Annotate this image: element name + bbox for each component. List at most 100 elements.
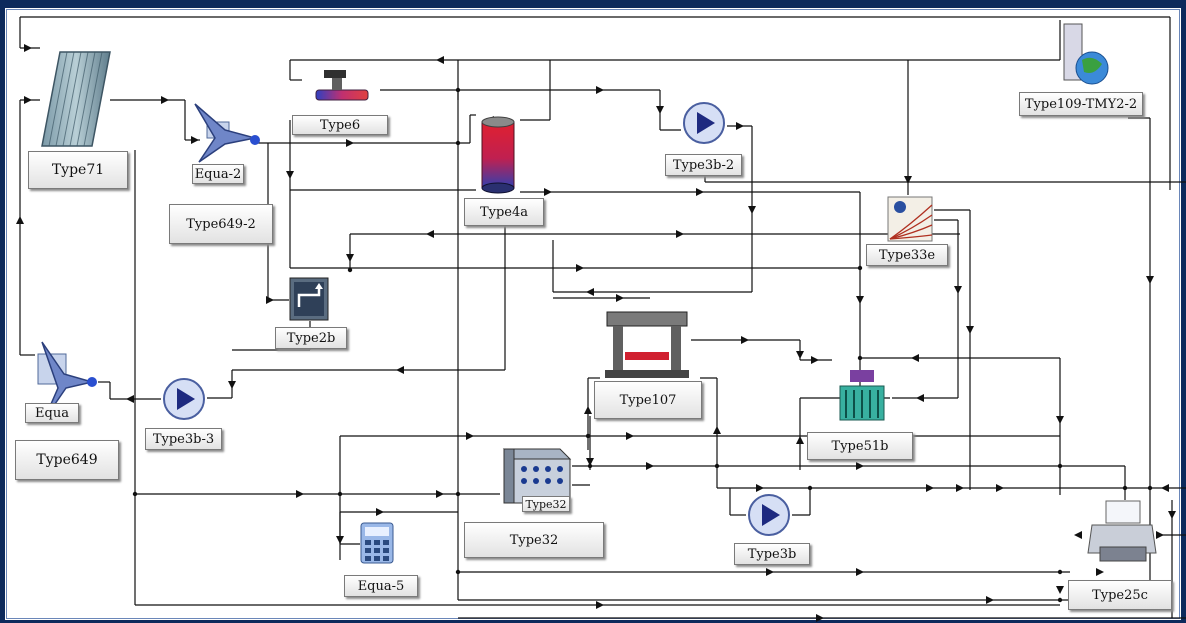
flow-arrow — [228, 381, 236, 389]
label-equa-2[interactable]: Equa-2 — [192, 164, 244, 184]
flow-arrow — [916, 394, 924, 402]
flow-arrow — [436, 56, 444, 64]
wire-junction — [1147, 485, 1153, 491]
flow-arrow — [616, 294, 624, 302]
flow-arrow — [296, 490, 304, 498]
label-type25c[interactable]: Type25c — [1068, 580, 1172, 610]
storage-tank-icon[interactable] — [476, 112, 520, 194]
flow-arrow — [816, 614, 824, 622]
psychrometrics-icon[interactable] — [886, 195, 934, 243]
wire-junction — [1122, 485, 1128, 491]
absorption-chiller-icon[interactable] — [603, 308, 691, 380]
flow-arrow — [996, 484, 1004, 492]
cooling-tower-icon[interactable] — [832, 366, 892, 426]
flow-arrow — [1056, 416, 1064, 424]
on-off-controller-icon[interactable] — [289, 277, 329, 321]
auxiliary-heater-icon[interactable] — [302, 68, 380, 108]
label-type51b[interactable]: Type51b — [807, 432, 913, 460]
flow-arrow — [336, 536, 344, 544]
flow-arrow — [286, 171, 294, 179]
flow-arrow — [986, 596, 994, 604]
wire-junction — [1057, 597, 1063, 603]
pump-icon[interactable] — [161, 376, 207, 422]
flow-arrow — [436, 490, 444, 498]
flow-arrow — [741, 336, 749, 344]
wire-junction — [455, 87, 461, 93]
flow-arrow — [696, 188, 704, 196]
flow-arrow — [1056, 586, 1064, 594]
flow-arrow — [126, 395, 134, 403]
pump-icon[interactable] — [746, 492, 792, 538]
flow-arrow — [24, 96, 32, 104]
flow-arrow — [736, 122, 744, 130]
flow-arrow — [1156, 531, 1164, 539]
flow-arrow — [1074, 531, 1082, 539]
flow-arrow — [811, 356, 819, 364]
wire-junction — [585, 433, 591, 439]
label-equa[interactable]: Equa — [25, 403, 79, 423]
flow-arrow — [586, 288, 594, 296]
cooling-coil-icon[interactable] — [500, 443, 572, 511]
label-type6[interactable]: Type6 — [292, 115, 388, 135]
flow-arrow — [904, 176, 912, 184]
mixer-icon[interactable] — [185, 100, 263, 168]
wire-junction — [807, 485, 813, 491]
wire-junction — [587, 463, 593, 469]
flow-arrow — [911, 354, 919, 362]
wire-junction — [455, 491, 461, 497]
printer-icon[interactable] — [1086, 497, 1158, 569]
label-type109-tmy2-2[interactable]: Type109-TMY2-2 — [1019, 92, 1143, 116]
flow-arrow — [576, 264, 584, 272]
wire-junction — [455, 140, 461, 146]
label-type71[interactable]: Type71 — [28, 151, 128, 189]
flow-arrow — [584, 406, 592, 414]
flow-arrow — [396, 366, 404, 374]
flow-arrow — [646, 462, 654, 470]
flow-arrow — [676, 230, 684, 238]
label-equa-5[interactable]: Equa-5 — [344, 575, 418, 597]
wire-junction — [347, 267, 353, 273]
flow-arrow — [966, 326, 974, 334]
label-type3b-2[interactable]: Type3b-2 — [665, 154, 742, 176]
label-type32[interactable]: Type32 — [464, 522, 604, 558]
label-type4a[interactable]: Type4a — [464, 198, 544, 226]
flow-arrow — [266, 296, 274, 304]
label-type107[interactable]: Type107 — [594, 381, 702, 419]
flow-arrow — [24, 44, 32, 52]
wire-junction — [857, 265, 863, 271]
label-type649[interactable]: Type649 — [15, 440, 119, 480]
flow-arrow — [954, 286, 962, 294]
flow-arrow — [856, 462, 864, 470]
flow-arrow — [796, 351, 804, 359]
wire-junction — [714, 463, 720, 469]
flow-arrow — [856, 568, 864, 576]
wire-junction — [132, 491, 138, 497]
flow-arrow — [586, 458, 594, 466]
wire-junction — [857, 355, 863, 361]
flow-arrow — [346, 139, 354, 147]
flow-arrow — [161, 96, 169, 104]
wire-junction — [1057, 569, 1063, 575]
flow-arrow — [956, 484, 964, 492]
solar-collector-icon[interactable] — [40, 50, 112, 148]
weather-data-icon[interactable] — [1058, 20, 1114, 88]
flow-arrow — [1168, 511, 1176, 519]
label-type2b[interactable]: Type2b — [275, 327, 347, 349]
flow-arrow — [796, 436, 804, 444]
label-type33e[interactable]: Type33e — [866, 244, 948, 266]
flow-arrow — [1146, 276, 1154, 284]
calculator-icon[interactable] — [360, 522, 394, 564]
pump-icon[interactable] — [681, 100, 727, 146]
label-type649-2[interactable]: Type649-2 — [169, 204, 273, 244]
label-type3b[interactable]: Type3b — [734, 543, 810, 565]
flow-arrow — [626, 432, 634, 440]
mixer-icon[interactable] — [30, 340, 100, 426]
flow-arrow — [748, 206, 756, 214]
label-type32-inner[interactable]: Type32 — [522, 496, 570, 512]
label-type3b-3[interactable]: Type3b-3 — [145, 428, 222, 450]
wire-junction — [1057, 463, 1063, 469]
wire-junction — [455, 569, 461, 575]
